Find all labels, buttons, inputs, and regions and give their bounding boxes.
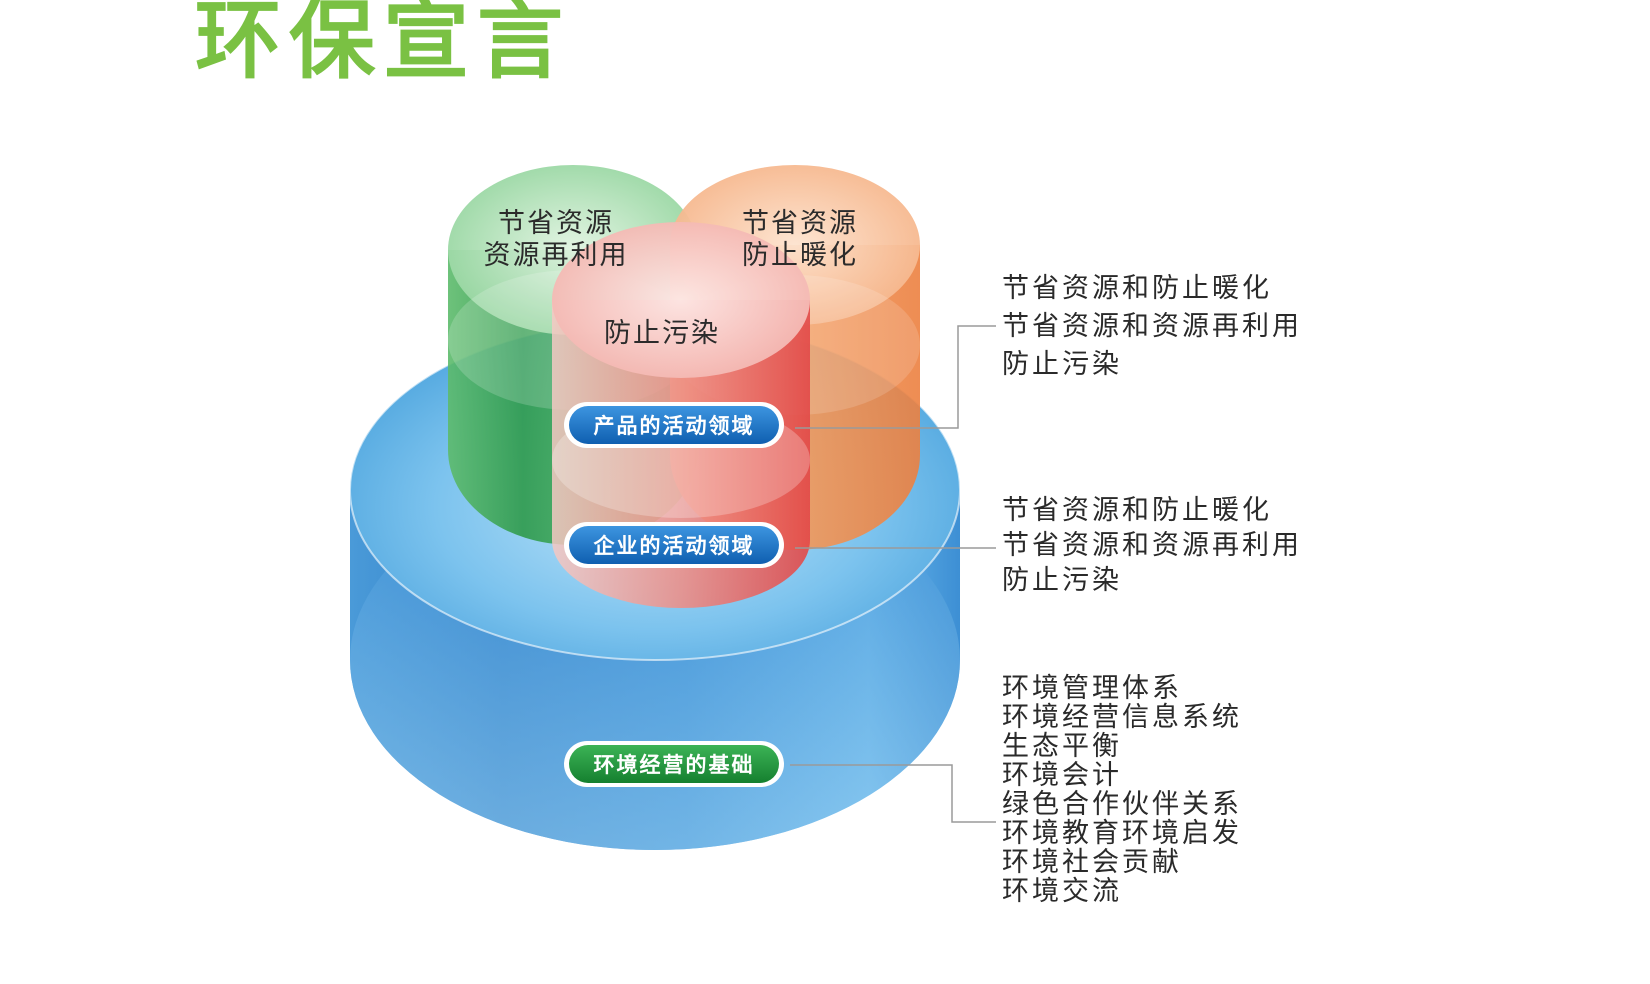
connector-product [795, 325, 996, 429]
connector-foundation [790, 764, 996, 823]
product-activities-list: 节省资源和防止暖化 节省资源和资源再利用 防止污染 [1002, 270, 1302, 384]
badge-enterprise-text: 企业的活动领域 [593, 534, 755, 558]
list-item: 生态平衡 [1002, 731, 1122, 762]
list-item: 绿色合作伙伴关系 [1002, 789, 1242, 820]
badge-foundation: 环境经营的基础 [564, 741, 784, 787]
green-cylinder-label-1: 节省资源 [498, 208, 614, 239]
green-cylinder-label-2: 资源再利用 [484, 240, 629, 271]
badge-foundation-text: 环境经营的基础 [594, 753, 755, 777]
badge-product-text: 产品的活动领域 [594, 414, 755, 438]
pink-cylinder-label: 防止污染 [604, 318, 720, 349]
list-item: 环境教育环境启发 [1002, 818, 1242, 849]
orange-cylinder-label-2: 防止暖化 [742, 240, 858, 271]
page-title: 环保宣言 [195, 0, 571, 91]
list-item: 节省资源和防止暖化 [1002, 495, 1272, 526]
list-item: 防止污染 [1002, 565, 1122, 596]
foundation-list: 环境管理体系 环境经营信息系统 生态平衡 环境会计 绿色合作伙伴关系 环境教育环… [1002, 674, 1242, 906]
connector-lines [790, 325, 996, 823]
badge-enterprise: 企业的活动领域 [564, 522, 784, 568]
enterprise-activities-list: 节省资源和防止暖化 节省资源和资源再利用 防止污染 [1002, 493, 1302, 598]
list-item: 节省资源和资源再利用 [1002, 530, 1302, 561]
list-item: 环境社会贡献 [1002, 847, 1182, 878]
orange-cylinder-label-1: 节省资源 [742, 208, 858, 239]
list-item: 环境经营信息系统 [1002, 702, 1242, 733]
list-item: 环境交流 [1002, 876, 1122, 907]
list-item: 环境会计 [1002, 760, 1122, 791]
list-item: 节省资源和资源再利用 [1002, 311, 1302, 342]
list-item: 环境管理体系 [1002, 673, 1182, 704]
list-item: 防止污染 [1002, 349, 1122, 380]
list-item: 节省资源和防止暖化 [1002, 273, 1272, 304]
badge-product: 产品的活动领域 [564, 402, 784, 448]
